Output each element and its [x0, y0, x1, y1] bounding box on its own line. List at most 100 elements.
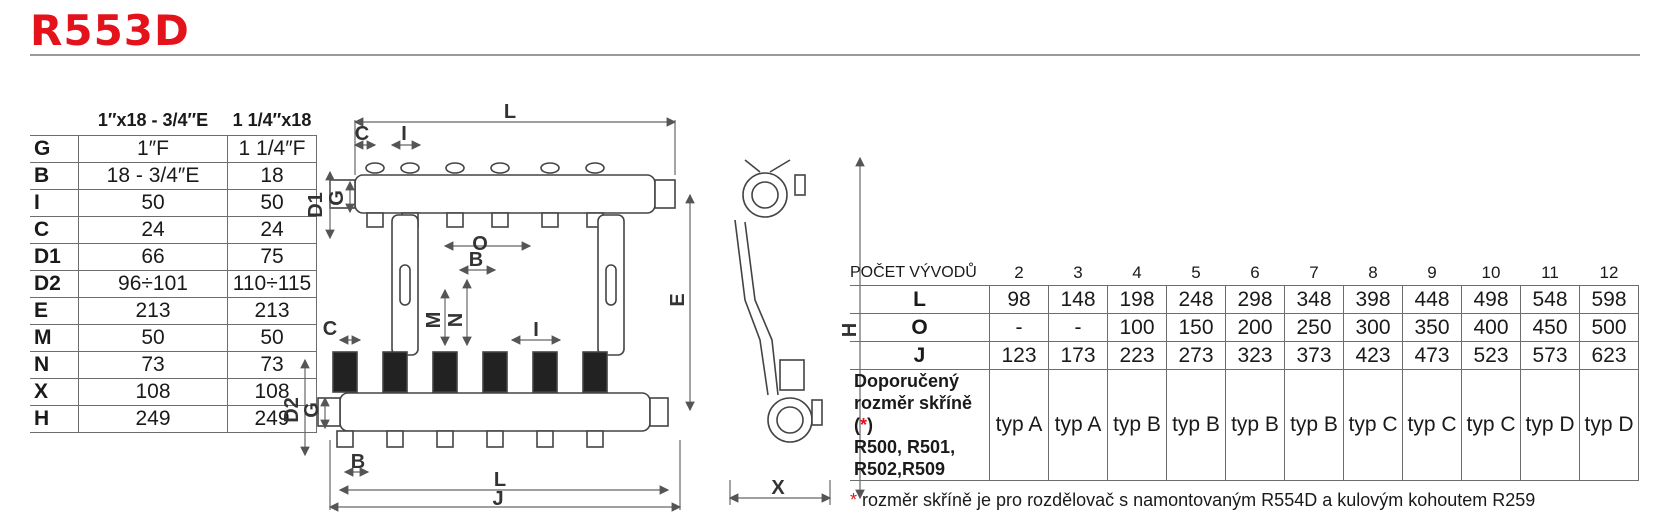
- cell-value: 213: [78, 297, 228, 325]
- dim-label-g: G: [326, 190, 348, 206]
- cell-value: 298: [1225, 285, 1285, 314]
- cell-value: 448: [1402, 285, 1462, 314]
- row-label: H: [30, 405, 79, 433]
- dim-label-m: M: [423, 312, 445, 329]
- dim-label-g-lower: G: [301, 402, 323, 418]
- cabinet-type: typ B: [1166, 369, 1226, 481]
- cell-value: 50: [227, 189, 317, 217]
- cell-value: 150: [1166, 313, 1226, 342]
- cell-value: 398: [1343, 285, 1403, 314]
- cell-value: 300: [1343, 313, 1403, 342]
- dim-label-i-lower: I: [533, 319, 539, 341]
- outlet-connector: [366, 212, 384, 228]
- cell-value: 548: [1520, 285, 1580, 314]
- outlet-count: 9: [1427, 262, 1437, 282]
- outlet-connector: [336, 430, 354, 448]
- row-label: M: [30, 324, 79, 352]
- cabinet-type: typ B: [1225, 369, 1285, 481]
- rec-line-2b: ): [867, 415, 874, 435]
- outlet-count: 8: [1368, 262, 1378, 282]
- cell-value: -: [989, 313, 1049, 342]
- cell-value: 450: [1520, 313, 1580, 342]
- dim-label-b-lower: B: [351, 451, 365, 473]
- cell-value: 350: [1402, 313, 1462, 342]
- outlet-connector: [491, 212, 509, 228]
- outlet-count: 11: [1541, 262, 1559, 282]
- cabinet-type: typ B: [1284, 369, 1344, 481]
- cell-value: 498: [1461, 285, 1521, 314]
- cabinet-type: typ C: [1461, 369, 1521, 481]
- cell-value: 223: [1107, 341, 1167, 370]
- valve-cap: [400, 162, 420, 174]
- cell-value: 1″F: [78, 135, 228, 163]
- rec-line-2: rozměr skříně (: [854, 393, 973, 435]
- valve-actuator: [382, 351, 408, 393]
- cell-value: 123: [989, 341, 1049, 370]
- cell-value: 598: [1579, 285, 1639, 314]
- cabinet-type: typ C: [1343, 369, 1403, 481]
- cell-value: 100: [1107, 313, 1167, 342]
- footnote: * rozměr skříně je pro rozdělovač s namo…: [850, 490, 1535, 511]
- cabinet-type: typ C: [1402, 369, 1462, 481]
- dim-label-b: B: [469, 249, 483, 271]
- cell-value: 66: [78, 243, 228, 271]
- outlet-count: 4: [1132, 262, 1142, 282]
- cell-value: 18: [227, 162, 317, 190]
- cell-value: 148: [1048, 285, 1108, 314]
- valve-cap: [490, 162, 510, 174]
- cell-value: 400: [1461, 313, 1521, 342]
- valve-actuator: [432, 351, 458, 393]
- dim-label-i: I: [401, 123, 407, 145]
- cell-value: 249: [78, 405, 228, 433]
- cell-value: 623: [1579, 341, 1639, 370]
- cell-value: 75: [227, 243, 317, 271]
- row-label: I: [30, 189, 79, 217]
- cell-value: 24: [227, 216, 317, 244]
- rec-line-4: R502,R509: [854, 459, 946, 479]
- valve-actuator: [532, 351, 558, 393]
- rec-star: *: [860, 415, 868, 435]
- cell-value: 98: [989, 285, 1049, 314]
- column-header-1: 1″x18 - 3/4″E: [97, 110, 209, 130]
- valve-actuator: [582, 351, 608, 393]
- outlet-connector: [386, 430, 404, 448]
- cell-value: 573: [1520, 341, 1580, 370]
- dim-label-l: L: [504, 101, 516, 123]
- valve-cap: [540, 162, 560, 174]
- row-label: D2: [30, 270, 79, 298]
- footnote-star: *: [850, 490, 858, 510]
- outlet-count: 12: [1599, 262, 1619, 282]
- cell-value: 373: [1284, 341, 1344, 370]
- dim-label-d1: D1: [305, 192, 327, 218]
- cell-value: 213: [227, 297, 317, 325]
- row-label: L: [850, 285, 990, 314]
- dim-label-l-lower: L: [494, 469, 506, 491]
- cabinet-type: typ A: [1048, 369, 1108, 481]
- cabinet-type: typ D: [1520, 369, 1580, 481]
- rec-line-1: Doporučený: [854, 371, 960, 391]
- outlet-connector: [586, 430, 604, 448]
- outlet-connector: [536, 430, 554, 448]
- dim-label-o: O: [472, 233, 488, 255]
- cabinet-type: typ B: [1107, 369, 1167, 481]
- row-label: G: [30, 135, 79, 163]
- cell-value: 173: [1048, 341, 1108, 370]
- cell-value: 348: [1284, 285, 1344, 314]
- outlet-connector: [541, 212, 559, 228]
- cell-value: 473: [1402, 341, 1462, 370]
- row-label: J: [850, 341, 990, 370]
- cell-value: 50: [227, 324, 317, 352]
- dim-label-c-lower: C: [323, 318, 337, 340]
- cell-value: 273: [1166, 341, 1226, 370]
- dim-label-n: N: [445, 313, 467, 327]
- row-label: O: [850, 313, 990, 342]
